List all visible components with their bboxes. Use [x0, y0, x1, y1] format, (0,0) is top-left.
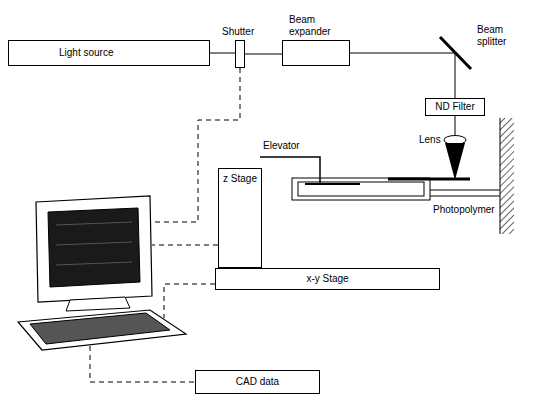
- xy-stage-box: x-y Stage: [215, 268, 440, 290]
- node-label: x-y Stage: [219, 273, 436, 285]
- platform: [305, 183, 360, 185]
- cad-data-box: CAD data: [195, 370, 320, 394]
- focus-cone: [445, 143, 465, 180]
- monitor-base: [66, 297, 130, 311]
- z-stage-box: z Stage: [218, 168, 262, 268]
- component-label: Elevator: [262, 140, 301, 152]
- node-label: ND Filter: [429, 101, 481, 113]
- elevator-arm: [260, 157, 320, 183]
- holder-bar: [430, 190, 500, 191]
- screen-line: [56, 222, 132, 225]
- wall-edge: [500, 118, 501, 234]
- light-source-box: Light source: [8, 40, 210, 66]
- light-beam: [210, 53, 235, 54]
- control-line: [90, 346, 195, 382]
- component-label: Photopolymer: [432, 204, 496, 216]
- node-heading: Beam expander: [289, 14, 341, 37]
- vat-inner: [298, 182, 424, 196]
- wall: [500, 118, 514, 234]
- node-label: Light source: [59, 47, 206, 59]
- keys: [30, 313, 170, 344]
- screen-line: [56, 262, 132, 265]
- light-beam: [245, 54, 282, 55]
- control-line: [164, 284, 215, 318]
- shutter: Shutter: [235, 40, 245, 68]
- keyboard: [18, 310, 186, 350]
- node-heading: Shutter: [222, 26, 272, 38]
- beam: [455, 116, 456, 136]
- node-label: z Stage: [222, 173, 258, 185]
- resin-surface: [388, 178, 470, 181]
- component-label: Beam splitter: [476, 24, 522, 47]
- vat: [292, 178, 430, 200]
- holder-bar: [430, 196, 500, 197]
- screen-line: [56, 242, 132, 245]
- filter-box: ND Filter: [425, 98, 485, 116]
- component-label: Lens: [418, 134, 442, 146]
- screen: [48, 208, 140, 287]
- monitor: [36, 196, 152, 302]
- light-beam: [350, 53, 455, 98]
- beam-expander: Beam expander: [282, 40, 350, 66]
- control-line: [152, 245, 218, 246]
- node-label: CAD data: [199, 376, 316, 388]
